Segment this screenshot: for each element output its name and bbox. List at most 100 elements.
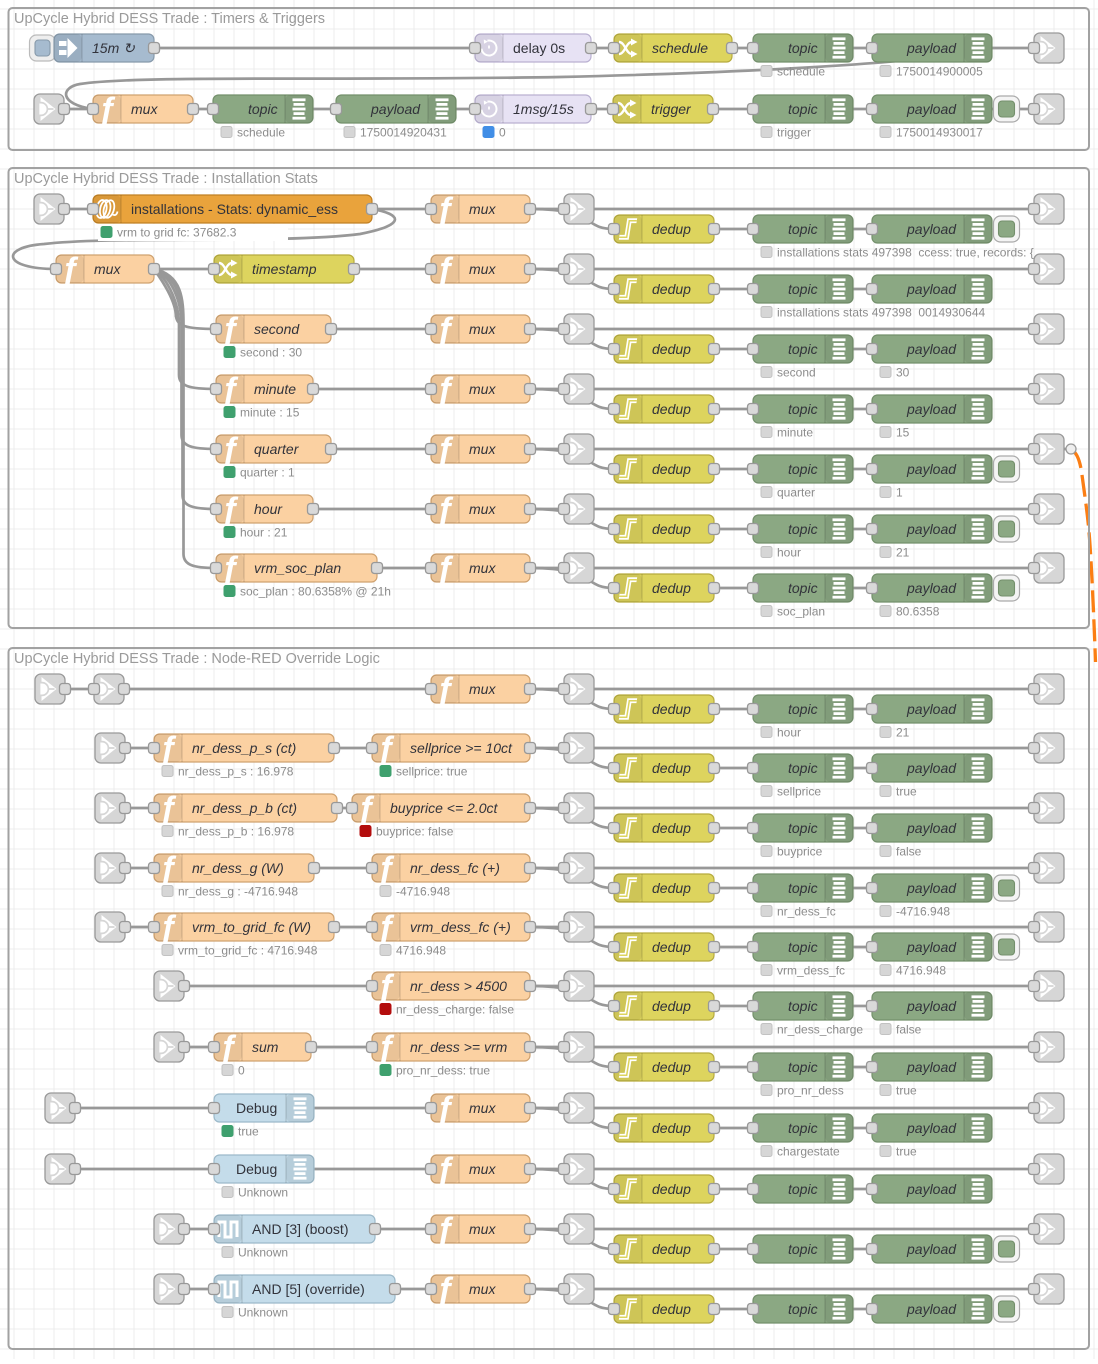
svg-text:topic: topic — [788, 101, 818, 117]
svg-text:ƒ: ƒ — [436, 371, 454, 408]
svg-text:ƒ: ƒ — [377, 1029, 395, 1066]
svg-text:payload: payload — [906, 760, 957, 776]
svg-text:topic: topic — [788, 461, 818, 477]
svg-text:sellprice: true: sellprice: true — [396, 765, 468, 779]
svg-text:0: 0 — [499, 126, 506, 140]
svg-text:dedup: dedup — [652, 281, 691, 297]
svg-text:topic: topic — [788, 1120, 818, 1136]
svg-text:false: false — [896, 1023, 922, 1037]
svg-text:minute: minute — [254, 381, 296, 397]
svg-text:ƒ: ƒ — [436, 1211, 454, 1248]
svg-text:vrm_dess_fc (+): vrm_dess_fc (+) — [410, 919, 511, 935]
svg-text:nr_dess > 4500: nr_dess > 4500 — [410, 978, 507, 994]
svg-text:installations - Stats: dynamic: installations - Stats: dynamic_ess — [131, 201, 338, 217]
svg-text:payload: payload — [906, 40, 957, 56]
svg-text:minute : 15: minute : 15 — [240, 406, 300, 420]
svg-text:topic: topic — [788, 401, 818, 417]
svg-text:ƒ: ƒ — [436, 1090, 454, 1127]
svg-text:topic: topic — [788, 939, 818, 955]
svg-text:chargestate: chargestate — [777, 1145, 840, 1159]
svg-text:mux: mux — [94, 261, 121, 277]
svg-text:ƒ: ƒ — [436, 191, 454, 228]
svg-text:nr_dess_g (W): nr_dess_g (W) — [192, 860, 284, 876]
svg-text:AND [5] (override): AND [5] (override) — [252, 1281, 365, 1297]
svg-text:topic: topic — [788, 580, 818, 596]
svg-text:sellprice: sellprice — [777, 785, 821, 799]
svg-text:mux: mux — [469, 441, 496, 457]
svg-text:dedup: dedup — [652, 1181, 691, 1197]
svg-text:Unknown: Unknown — [238, 1186, 288, 1200]
svg-text:topic: topic — [788, 341, 818, 357]
svg-text:mux: mux — [469, 681, 496, 697]
svg-text:topic: topic — [788, 40, 818, 56]
svg-text:ƒ: ƒ — [219, 1029, 237, 1066]
svg-text:hour: hour — [254, 501, 283, 517]
svg-text:1msg/15s: 1msg/15s — [513, 101, 574, 117]
svg-text:topic: topic — [788, 760, 818, 776]
svg-text:1750014900005: 1750014900005 — [896, 65, 983, 79]
svg-text:topic: topic — [788, 1301, 818, 1317]
svg-text:ƒ: ƒ — [436, 1151, 454, 1188]
svg-text:4716.948: 4716.948 — [396, 944, 446, 958]
svg-text:mux: mux — [469, 1161, 496, 1177]
svg-text:hour : 21: hour : 21 — [240, 526, 288, 540]
svg-text:dedup: dedup — [652, 998, 691, 1014]
svg-text:AND [3] (boost): AND [3] (boost) — [252, 1221, 348, 1237]
svg-text:nr_dess_fc (+): nr_dess_fc (+) — [410, 860, 500, 876]
svg-text:21: 21 — [896, 726, 910, 740]
svg-text:second: second — [254, 321, 300, 337]
svg-text:installations stats 497398 cc: installations stats 497398 ccess: true, … — [777, 246, 1034, 260]
svg-text:payload: payload — [906, 1120, 957, 1136]
svg-text:schedule: schedule — [652, 40, 708, 56]
svg-text:topic: topic — [248, 101, 278, 117]
svg-text:nr_dess_p_s : 16.978: nr_dess_p_s : 16.978 — [178, 765, 294, 779]
svg-text:trigger: trigger — [777, 126, 811, 140]
svg-text:second : 30: second : 30 — [240, 346, 302, 360]
svg-text:topic: topic — [788, 701, 818, 717]
svg-text:hour: hour — [777, 726, 801, 740]
svg-text:-4716.948: -4716.948 — [396, 885, 450, 899]
svg-text:dedup: dedup — [652, 1059, 691, 1075]
svg-text:payload: payload — [370, 101, 421, 117]
svg-text:Unknown: Unknown — [238, 1306, 288, 1320]
svg-text:payload: payload — [906, 341, 957, 357]
svg-text:payload: payload — [906, 820, 957, 836]
svg-text:topic: topic — [788, 1241, 818, 1257]
svg-text:topic: topic — [788, 1059, 818, 1075]
svg-text:pro_nr_dess: true: pro_nr_dess: true — [396, 1064, 490, 1078]
svg-text:buyprice <= 2.0ct: buyprice <= 2.0ct — [390, 800, 499, 816]
svg-text:topic: topic — [788, 1181, 818, 1197]
svg-text:ƒ: ƒ — [98, 91, 116, 128]
svg-text:installations stats 497398 00: installations stats 497398 0014930644 — [777, 306, 985, 320]
svg-text:dedup: dedup — [652, 341, 691, 357]
svg-text:true: true — [896, 785, 917, 799]
svg-text:soc_plan: soc_plan — [777, 605, 825, 619]
svg-text:15m ↻: 15m ↻ — [92, 40, 135, 56]
svg-text:quarter : 1: quarter : 1 — [240, 466, 295, 480]
svg-text:ƒ: ƒ — [436, 671, 454, 708]
svg-text:quarter: quarter — [777, 486, 815, 500]
svg-text:true: true — [896, 1145, 917, 1159]
svg-text:ƒ: ƒ — [436, 251, 454, 288]
svg-text:nr_dess_p_b (ct): nr_dess_p_b (ct) — [192, 800, 297, 816]
svg-text:ƒ: ƒ — [221, 431, 239, 468]
svg-text:nr_dess_charge: nr_dess_charge — [777, 1023, 863, 1037]
svg-text:dedup: dedup — [652, 701, 691, 717]
svg-text:topic: topic — [788, 880, 818, 896]
svg-text:UpCycle Hybrid DESS Trade : Ti: UpCycle Hybrid DESS Trade : Timers & Tri… — [14, 11, 325, 27]
svg-text:30: 30 — [896, 366, 910, 380]
svg-text:topic: topic — [788, 998, 818, 1014]
svg-text:ƒ: ƒ — [221, 491, 239, 528]
svg-text:sellprice >= 10ct: sellprice >= 10ct — [410, 740, 513, 756]
svg-text:pro_nr_dess: pro_nr_dess — [777, 1084, 844, 1098]
svg-text:mux: mux — [469, 1221, 496, 1237]
svg-text:schedule: schedule — [777, 65, 825, 79]
svg-text:ƒ: ƒ — [159, 730, 177, 767]
svg-text:dedup: dedup — [652, 401, 691, 417]
svg-text:vrm_dess_fc: vrm_dess_fc — [777, 964, 845, 978]
svg-text:true: true — [238, 1125, 259, 1139]
svg-text:ƒ: ƒ — [436, 431, 454, 468]
svg-text:dedup: dedup — [652, 221, 691, 237]
svg-text:payload: payload — [906, 281, 957, 297]
svg-text:soc_plan : 80.6358% @ 21h: soc_plan : 80.6358% @ 21h — [240, 585, 391, 599]
